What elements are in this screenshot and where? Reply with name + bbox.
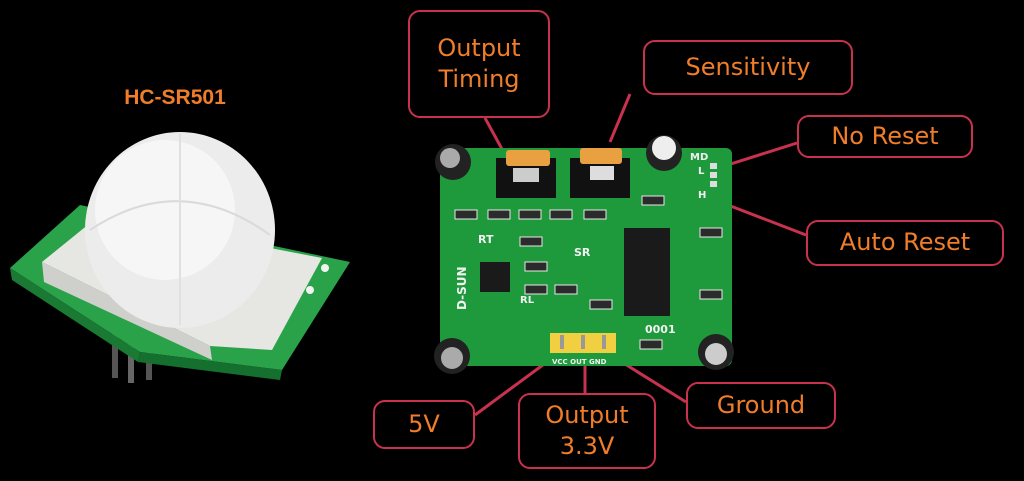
silk-rl: RL	[520, 295, 535, 306]
line-sensitivity	[608, 93, 632, 143]
module-title: HC-SR501	[124, 86, 226, 109]
silk-h: H	[698, 190, 706, 201]
silk-sr: SR	[574, 246, 591, 259]
silk-rt: RT	[478, 233, 494, 246]
sensor-module-photo	[10, 132, 350, 383]
pcb-board: RT SR RL 0001 MD L H VCC OUT GND D-SUN	[434, 135, 734, 374]
callout-no-reset: No Reset	[797, 115, 973, 158]
silk-md: MD	[690, 152, 708, 163]
silk-code: 0001	[645, 323, 676, 336]
callout-output: Output 3.3V	[518, 393, 656, 469]
callout-5v: 5V	[373, 400, 475, 449]
silk-pins: VCC OUT GND	[552, 358, 607, 366]
pin-header	[550, 333, 616, 353]
potentiometers	[496, 148, 630, 198]
callout-ground: Ground	[686, 382, 836, 429]
callout-sensitivity: Sensitivity	[643, 40, 853, 95]
capacitors	[434, 135, 734, 374]
regulator	[480, 262, 510, 292]
silk-brand: D-SUN	[455, 266, 469, 310]
jumper-pads	[710, 163, 717, 187]
ic-chip	[624, 228, 670, 316]
callout-output-timing: Output Timing	[408, 10, 550, 118]
callout-auto-reset: Auto Reset	[806, 220, 1004, 266]
silk-l: L	[698, 166, 705, 177]
